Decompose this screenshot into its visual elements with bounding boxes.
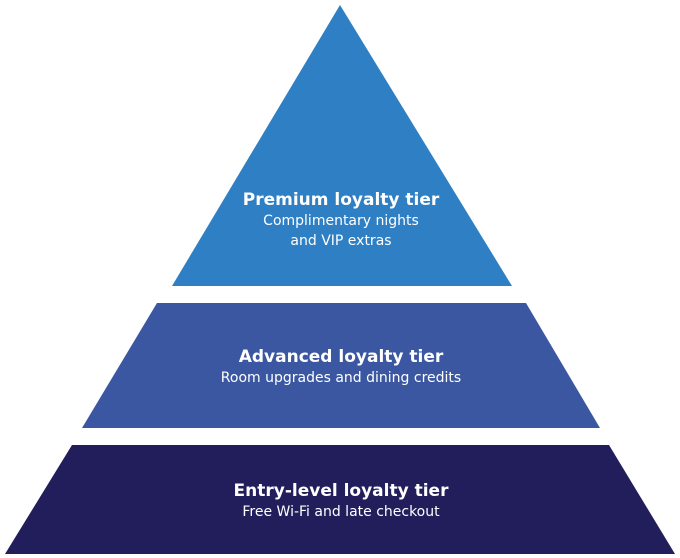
tier-premium: Premium loyalty tier Complimentary night… [172,5,512,286]
tier-entry-level-description: Free Wi-Fi and late checkout [242,504,440,520]
tier-advanced: Advanced loyalty tier Room upgrades and … [82,303,600,428]
tier-premium-shape [172,5,512,286]
tier-premium-title: Premium loyalty tier [243,190,440,210]
tier-advanced-title: Advanced loyalty tier [239,347,444,367]
tier-entry-level: Entry-level loyalty tier Free Wi-Fi and … [5,445,675,554]
tier-premium-description-line-1: Complimentary nights [263,213,419,229]
tier-entry-level-title: Entry-level loyalty tier [234,481,450,501]
tier-advanced-shape [82,303,600,428]
tier-entry-level-shape [5,445,675,554]
tier-premium-description-line-2: and VIP extras [290,233,391,249]
tier-advanced-description: Room upgrades and dining credits [221,370,461,386]
